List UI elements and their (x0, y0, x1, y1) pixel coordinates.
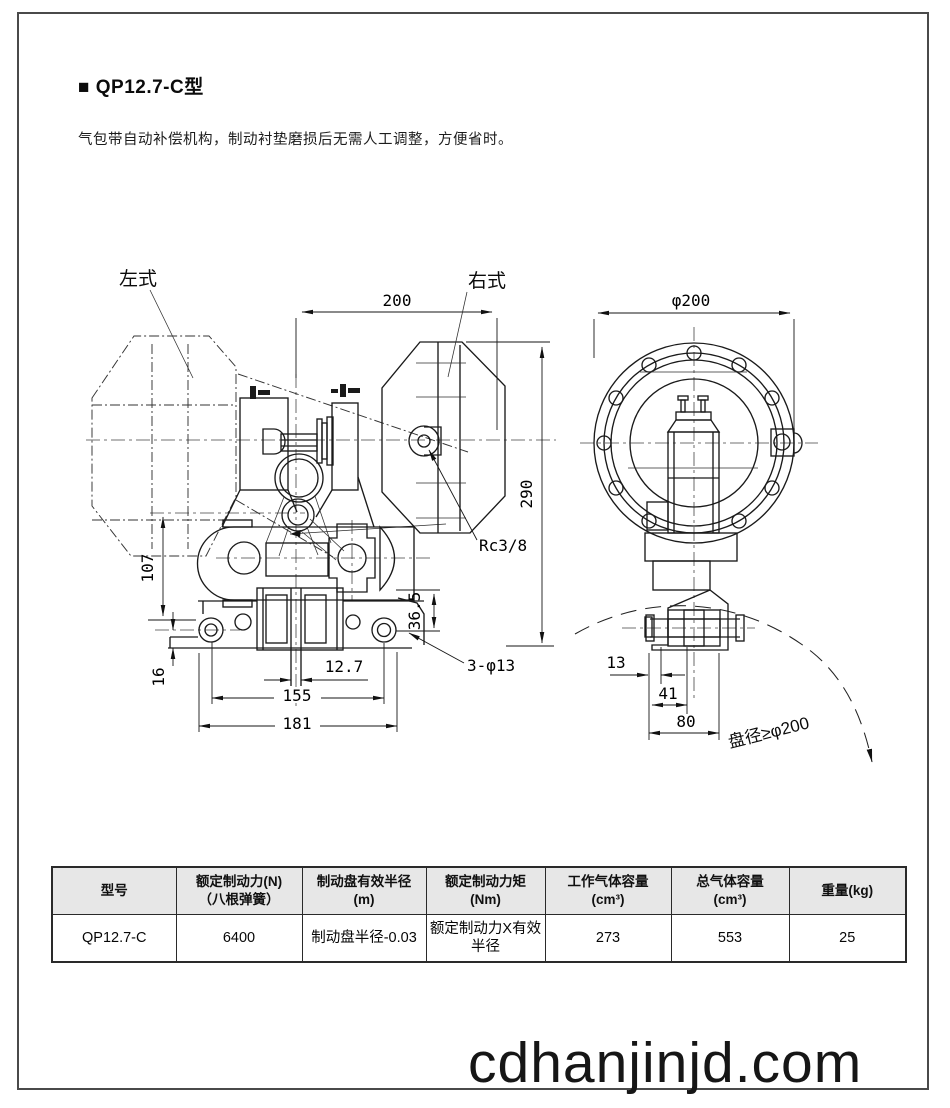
col-disc-radius-l1: 制动盘有效半径 (316, 874, 412, 890)
col-model: 型号 (51, 866, 177, 915)
col-rated-torque-l1: 额定制动力矩 (445, 874, 526, 890)
side-view-dimensions (593, 310, 795, 740)
front-view: 200 290 107 16 36.5 12.7 155 181 3-φ13 R… (86, 268, 556, 733)
col-rated-force: 额定制动力(N) （八根弹簧） (175, 866, 303, 915)
col-working-volume: 工作气体容量 (cm³) (544, 866, 672, 915)
dim-107: 107 (138, 554, 157, 583)
dim-41: 41 (658, 684, 677, 703)
col-rated-torque-l2: (Nm) (470, 892, 501, 907)
side-view: φ200 13 41 80 盘径≥φ200 (574, 291, 873, 763)
lever-bracket (644, 589, 745, 651)
dim-155: 155 (283, 686, 312, 705)
air-chamber (381, 341, 506, 534)
adjuster-pointer (290, 530, 301, 537)
caliper-body (221, 397, 375, 532)
dim-text-mask (274, 687, 321, 703)
flange-chords (628, 371, 758, 469)
col-total-volume-l2: (cm³) (713, 892, 747, 907)
dim-36-5: 36.5 (405, 592, 424, 631)
linkage-lines (265, 495, 447, 561)
product-description: 气包带自动补偿机构，制动衬垫磨损后无需人工调整，方便省时。 (78, 132, 513, 148)
col-weight: 重量(kg) (788, 866, 907, 915)
dim-text-mask (275, 715, 320, 731)
left-type-label: 左式 (119, 268, 157, 290)
chamber-clamp-ties (416, 362, 466, 519)
dim-181: 181 (283, 714, 312, 733)
col-rated-force-l2: （八根弹簧） (198, 892, 280, 907)
col-working-volume-l2: (cm³) (591, 892, 625, 907)
adjuster-bolts (250, 384, 360, 399)
cell-model: QP12.7-C (51, 914, 177, 963)
spec-data-row: QP12.7-C 6400 制动盘半径-0.03 额定制动力X有效半径 273 … (51, 914, 907, 963)
dim-200: 200 (383, 291, 412, 310)
right-type-label: 右式 (468, 270, 506, 292)
cell-total-volume: 553 (670, 914, 790, 963)
col-working-volume-l1: 工作气体容量 (567, 874, 649, 890)
site-watermark: cdhanjinjd.com (468, 1031, 863, 1095)
dim-13: 13 (606, 653, 625, 672)
spec-header-row: 型号 额定制动力(N)（八根弹簧） 制动盘有效半径(m) 额定制动力矩(Nm) … (51, 866, 907, 915)
col-disc-radius-l2: (m) (353, 892, 375, 907)
view-label-leaders (149, 289, 468, 379)
air-port-boss (408, 425, 442, 457)
disc-diameter-note: 盘径≥φ200 (726, 713, 811, 751)
anchor-bracket (196, 519, 415, 608)
col-disc-radius: 制动盘有效半径 (m) (301, 866, 427, 915)
dim-port: Rc3/8 (479, 536, 527, 555)
col-weight-label: 重量(kg) (821, 883, 874, 899)
cell-disc-radius: 制动盘半径-0.03 (301, 914, 427, 963)
cell-rated-torque: 额定制动力X有效半径 (425, 914, 546, 963)
col-model-label: 型号 (100, 883, 128, 899)
col-total-volume: 总气体容量 (cm³) (670, 866, 790, 915)
col-rated-torque: 额定制动力矩 (Nm) (425, 866, 546, 915)
dim-flange-dia: φ200 (672, 291, 711, 310)
spec-table: 型号 额定制动力(N)（八根弹簧） 制动盘有效半径(m) 额定制动力矩(Nm) … (51, 866, 907, 963)
dim-12-7: 12.7 (325, 657, 364, 676)
col-total-volume-l1: 总气体容量 (696, 874, 764, 890)
disc-edge-arc (574, 605, 873, 763)
page-title: ■ QP12.7-C型 (78, 77, 204, 98)
spec-table-wrap: 型号 额定制动力(N)（八根弹簧） 制动盘有效半径(m) 额定制动力矩(Nm) … (51, 866, 907, 963)
dim-290: 290 (517, 480, 536, 509)
col-rated-force-l1: 额定制动力(N) (195, 874, 283, 890)
cylinder-tower (644, 395, 738, 591)
brake-pads (256, 587, 344, 686)
dim-80: 80 (676, 712, 695, 731)
cell-rated-force: 6400 (175, 914, 303, 963)
mounting-base (168, 597, 425, 649)
side-tab (770, 428, 803, 457)
dim-mount-holes: 3-φ13 (467, 656, 515, 675)
dim-16: 16 (149, 667, 168, 686)
cell-working-volume: 273 (544, 914, 672, 963)
cell-weight: 25 (788, 914, 907, 963)
